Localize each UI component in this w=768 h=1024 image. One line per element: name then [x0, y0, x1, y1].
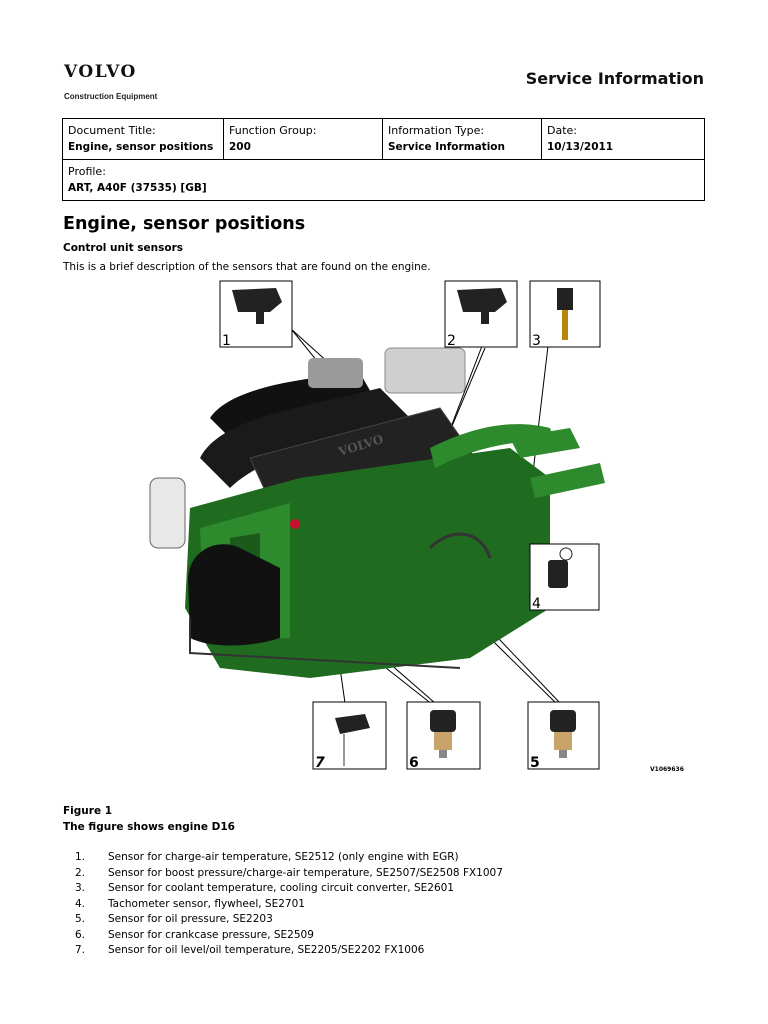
list-item: 2. Sensor for boost pressure/charge-air t…: [63, 866, 503, 882]
list-text: Sensor for boost pressure/charge-air tem…: [108, 866, 503, 879]
list-text: Sensor for crankcase pressure, SE2509: [108, 928, 314, 941]
callout-label: 6: [409, 755, 419, 771]
list-item: 4. Tachometer sensor, flywheel, SE2701: [63, 897, 503, 913]
document-title-label: Document Title:: [68, 124, 156, 137]
image-code: V1069636: [650, 766, 684, 773]
profile-cell: Profile: ART, A40F (37535) [GB]: [62, 159, 705, 201]
document-meta-table: Document Title: Engine, sensor positions…: [62, 118, 705, 201]
list-item: 5. Sensor for oil pressure, SE2203: [63, 912, 503, 928]
figure-caption: Figure 1 The figure shows engine D16: [63, 803, 235, 835]
function-group-cell: Function Group: 200: [223, 118, 383, 160]
document-title-value: Engine, sensor positions: [68, 141, 214, 153]
callout-label: 2: [447, 333, 456, 349]
information-type-value: Service Information: [388, 141, 505, 153]
figure-description: The figure shows engine D16: [63, 821, 235, 833]
volvo-logo: VOLVO: [64, 62, 137, 82]
callout-label: 7: [315, 755, 325, 771]
callout-box-3: 3: [529, 280, 601, 349]
list-text: Sensor for oil pressure, SE2203: [108, 913, 273, 925]
callout-box-5: 5: [527, 701, 600, 771]
figure-number: Figure 1: [63, 805, 113, 817]
callout-box-1: 1: [219, 280, 293, 349]
list-text: Sensor for coolant temperature, cooling …: [108, 882, 454, 894]
information-type-label: Information Type:: [388, 124, 485, 137]
document-type-title: Service Information: [525, 69, 704, 88]
list-text: Sensor for charge-air temperature, SE251…: [108, 851, 459, 863]
callout-box-7: 7: [312, 701, 387, 771]
list-number: 1.: [75, 851, 86, 863]
list-number: 7.: [75, 944, 86, 956]
date-label: Date:: [547, 124, 577, 137]
callout-box-6: 6: [406, 701, 481, 771]
brand-subtitle: Construction Equipment: [64, 92, 158, 101]
function-group-label: Function Group:: [229, 124, 317, 137]
profile-label: Profile:: [68, 165, 106, 178]
callout-label: 4: [532, 596, 541, 612]
list-item: 7. Sensor for oil level/oil temperature, …: [63, 943, 503, 959]
list-text: Tachometer sensor, flywheel, SE2701: [108, 897, 305, 910]
list-item: 3. Sensor for coolant temperature, coolin…: [63, 881, 503, 897]
document-title-cell: Document Title: Engine, sensor positions: [62, 118, 224, 160]
list-item: 6. Sensor for crankcase pressure, SE2509: [63, 928, 503, 944]
callout-label: 5: [530, 755, 540, 771]
list-number: 2.: [75, 866, 86, 879]
date-cell: Date: 10/13/2011: [541, 118, 705, 160]
callout-label: 1: [222, 333, 231, 349]
engine-illustration: VOLVO: [149, 347, 605, 678]
list-number: 3.: [75, 882, 86, 894]
engine-sensor-figure: VOLVO 1 2 3 4 5 6: [149, 280, 684, 773]
profile-value: ART, A40F (37535) [GB]: [68, 182, 207, 194]
function-group-value: 200: [229, 141, 251, 153]
list-text: Sensor for oil level/oil temperature, SE…: [108, 944, 425, 956]
callout-box-4: 4: [529, 543, 600, 612]
intro-text: This is a brief description of the senso…: [63, 261, 431, 273]
date-value: 10/13/2011: [547, 141, 614, 153]
sensor-list: 1. Sensor for charge-air temperature, SE2…: [63, 850, 503, 959]
section-subheading: Control unit sensors: [63, 242, 184, 254]
page-heading: Engine, sensor positions: [63, 214, 306, 234]
callout-box-2: 2: [444, 280, 518, 349]
information-type-cell: Information Type: Service Information: [382, 118, 542, 160]
list-number: 4.: [75, 897, 86, 910]
list-number: 5.: [75, 913, 86, 925]
list-number: 6.: [75, 928, 86, 941]
list-item: 1. Sensor for charge-air temperature, SE2…: [63, 850, 503, 866]
callout-label: 3: [532, 333, 541, 349]
